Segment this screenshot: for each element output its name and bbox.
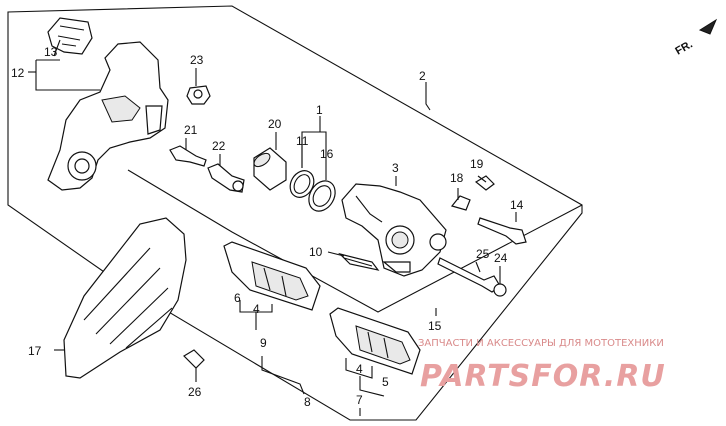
pin-22 — [207, 163, 245, 193]
callout-25: 25 — [476, 247, 490, 261]
callout-17: 17 — [28, 344, 42, 358]
callout-13: 13 — [44, 45, 58, 59]
callout-24: 24 — [494, 251, 508, 265]
callout-14: 14 — [510, 198, 524, 212]
assembly-frame — [7, 5, 583, 421]
callout-26: 26 — [188, 385, 202, 399]
watermark-logo: PARTSFOR.RU — [420, 359, 666, 394]
watermark: ЗАПЧАСТИ И АКСЕССУАРЫ ДЛЯ МОТОТЕХНИКИ PA… — [418, 338, 666, 394]
callout-7: 7 — [356, 393, 363, 407]
callout-6: 6 — [234, 291, 241, 305]
callout-21: 21 — [184, 123, 198, 137]
callout-4-upper: 4 — [253, 302, 260, 316]
callout-10: 10 — [309, 245, 323, 259]
brake-pad-lower — [329, 307, 421, 375]
front-direction-arrow: FR. — [673, 18, 718, 58]
callout-5: 5 — [382, 375, 389, 389]
bleed-valve — [450, 175, 495, 211]
brake-pad-upper — [223, 241, 321, 311]
leader-lines — [28, 39, 517, 416]
callout-9: 9 — [260, 336, 267, 350]
caliper-bracket — [47, 41, 169, 191]
pin-bolt-15 — [437, 257, 501, 293]
caliper-body — [341, 183, 447, 277]
retainer-clip — [47, 17, 93, 55]
callout-16: 16 — [320, 147, 334, 161]
callout-2: 2 — [419, 69, 426, 83]
callout-4-lower: 4 — [356, 362, 363, 376]
watermark-tagline: ЗАПЧАСТИ И АКСЕССУАРЫ ДЛЯ МОТОТЕХНИКИ — [418, 338, 664, 349]
bolt-14 — [477, 217, 527, 245]
piston — [253, 147, 287, 191]
pad-spring — [338, 252, 380, 271]
boot-24 — [493, 283, 507, 297]
callout-22: 22 — [212, 139, 226, 153]
svg-text:FR.: FR. — [673, 38, 694, 57]
pin-21 — [169, 145, 207, 167]
callout-20: 20 — [268, 117, 282, 131]
callout-labels: 1 2 3 4 4 5 6 7 8 9 10 11 12 13 14 15 16… — [11, 45, 524, 409]
callout-3: 3 — [392, 161, 399, 175]
bolt-26 — [183, 349, 205, 369]
callout-15: 15 — [428, 319, 442, 333]
callout-11: 11 — [296, 134, 309, 148]
callout-19: 19 — [470, 157, 484, 171]
bolt-23 — [186, 85, 211, 105]
callout-8: 8 — [304, 395, 311, 409]
callout-18: 18 — [450, 171, 464, 185]
callout-12: 12 — [11, 66, 25, 80]
dust-seal-16 — [308, 180, 336, 212]
callout-23: 23 — [190, 53, 204, 67]
callout-1: 1 — [316, 103, 323, 117]
disc-cover — [63, 217, 187, 379]
